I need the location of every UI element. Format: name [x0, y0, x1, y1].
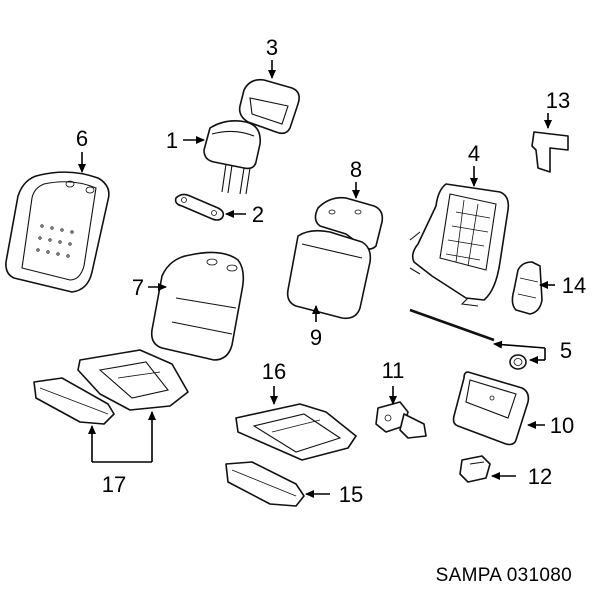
bracket-part	[531, 131, 569, 173]
callout-9: 9	[310, 325, 322, 350]
rod-and-bushing-part	[409, 308, 527, 370]
callout-5: 5	[560, 338, 572, 363]
callout-labels: 3 1 2 6 7 8 9 4 13 14 5 10 11 12 16 15 1…	[76, 35, 586, 507]
callout-10: 10	[550, 413, 574, 438]
headrest-part	[203, 120, 262, 195]
back-panel-upper-part	[314, 196, 384, 250]
adjuster-part	[511, 261, 543, 315]
pocket-panel-part	[452, 371, 530, 446]
callout-1: 1	[166, 128, 178, 153]
headrest-cover-part	[238, 78, 300, 135]
switch-part	[459, 455, 491, 483]
seat-back-cover-part	[5, 171, 110, 293]
callout-6: 6	[76, 126, 88, 151]
side-bolster-part	[33, 377, 115, 425]
callout-17: 17	[102, 472, 126, 497]
seat-cushion-part	[77, 349, 189, 411]
callout-16: 16	[262, 359, 286, 384]
callout-15: 15	[339, 482, 363, 507]
callout-4: 4	[468, 141, 480, 166]
callout-14: 14	[562, 273, 586, 298]
cushion-bolster-part	[225, 461, 305, 507]
callout-7: 7	[132, 275, 144, 300]
leader-lines	[78, 60, 555, 498]
callout-8: 8	[350, 157, 362, 182]
callout-2: 2	[252, 202, 264, 227]
headrest-guide-part	[174, 193, 225, 221]
callout-12: 12	[528, 464, 552, 489]
catalog-reference: SAMPA 031080	[436, 565, 572, 586]
callout-3: 3	[266, 35, 278, 60]
seat-back-pad-part	[150, 251, 245, 361]
callout-13: 13	[546, 88, 570, 113]
motor-part	[375, 401, 427, 439]
callout-11: 11	[382, 358, 405, 383]
seat-cushion-pad-part	[235, 403, 357, 461]
back-panel-part	[286, 229, 372, 320]
seat-back-frame-part	[409, 183, 510, 307]
